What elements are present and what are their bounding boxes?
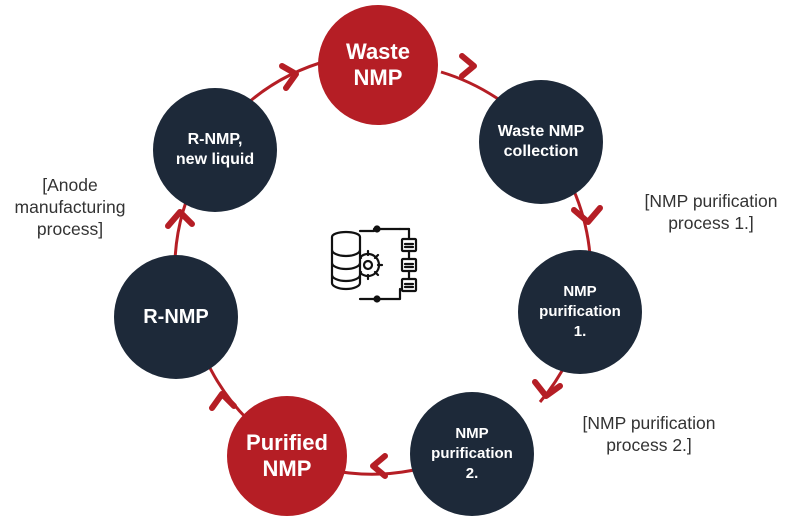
node-r-nmp: R-NMP bbox=[114, 255, 238, 379]
node-label: R-NMP bbox=[143, 306, 209, 328]
label-process-2: [NMP purification process 2.] bbox=[582, 413, 716, 455]
chevron-down-icon bbox=[532, 379, 563, 399]
node-label: NMP purification 2. bbox=[431, 425, 513, 482]
node-nmp-purification-1: NMP purification 1. bbox=[518, 250, 642, 374]
label-anode-process: [Anode manufacturing process] bbox=[14, 175, 126, 239]
node-r-nmp-new-liquid: R-NMP, new liquid bbox=[153, 88, 277, 212]
node-waste-nmp-collection: Waste NMP collection bbox=[479, 80, 603, 204]
chevron-up-icon bbox=[165, 209, 195, 229]
node-label: Purified NMP bbox=[246, 430, 328, 481]
chevron-right-icon bbox=[459, 53, 477, 79]
label-process-1: [NMP purification process 1.] bbox=[644, 191, 778, 233]
chevron-up-icon bbox=[209, 391, 237, 411]
node-nmp-purification-2: NMP purification 2. bbox=[410, 392, 534, 516]
node-label: NMP purification 1. bbox=[539, 283, 621, 340]
node-label: Waste NMP bbox=[346, 39, 410, 90]
chevron-right-icon bbox=[279, 63, 299, 91]
node-label: R-NMP, new liquid bbox=[175, 131, 255, 168]
node-label: Waste NMP collection bbox=[497, 123, 585, 160]
chevron-down-icon bbox=[571, 205, 603, 225]
chevron-left-icon bbox=[370, 453, 388, 479]
node-waste-nmp: Waste NMP bbox=[318, 5, 438, 125]
database-gear-flowchart-icon bbox=[330, 225, 418, 303]
node-purified-nmp: Purified NMP bbox=[227, 396, 347, 516]
